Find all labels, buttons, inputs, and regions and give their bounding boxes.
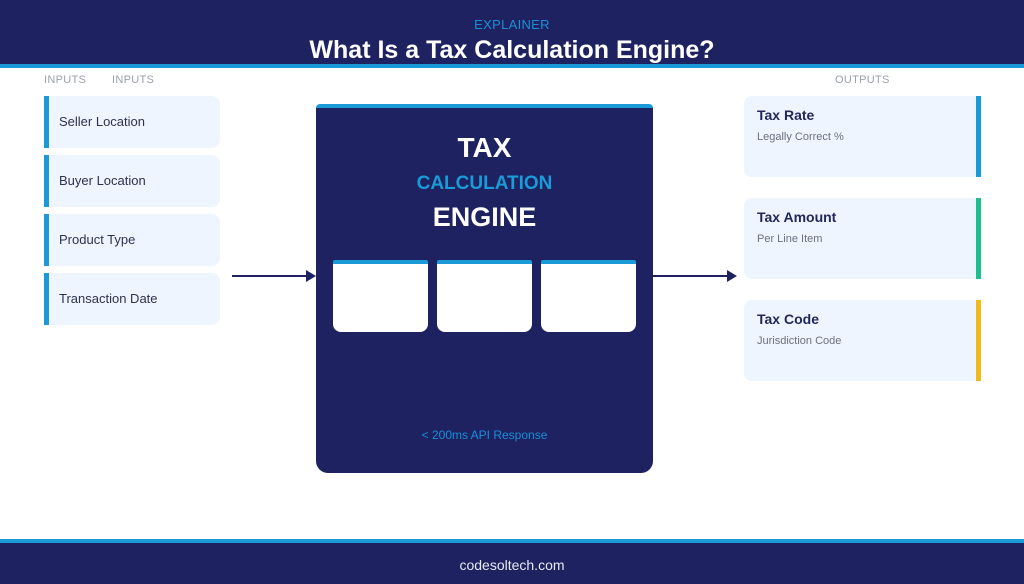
- footer-site-text: codesoltech.com: [459, 557, 565, 573]
- engine-title-calculation: CALCULATION: [416, 173, 553, 194]
- output-card-subtitle: Per Line Item: [757, 233, 823, 245]
- input-card-transaction-date: Transaction Date: [44, 273, 220, 325]
- input-card-buyer-location: Buyer Location: [44, 155, 220, 207]
- engine-response-time: < 200ms API Response: [421, 428, 548, 442]
- header-banner: EXPLAINER What Is a Tax Calculation Engi…: [0, 0, 1024, 68]
- engine-module-3: [541, 260, 636, 332]
- output-card-tax-code: Tax Code Jurisdiction Code: [744, 300, 981, 381]
- input-card-label: Product Type: [59, 232, 136, 247]
- output-card-title: Tax Amount: [757, 209, 837, 225]
- engine-module-1: [333, 260, 428, 332]
- footer-banner: codesoltech.com: [0, 539, 1024, 584]
- input-card-seller-location: Seller Location: [44, 96, 220, 148]
- input-card-label: Buyer Location: [59, 173, 146, 188]
- engine-module-2: [437, 260, 532, 332]
- output-card-subtitle: Legally Correct %: [757, 131, 844, 143]
- engine-title-engine: ENGINE: [432, 202, 537, 232]
- tax-engine-box: TAX CALCULATION ENGINE < 200ms API Respo…: [316, 104, 653, 473]
- output-card-subtitle: Jurisdiction Code: [757, 335, 842, 347]
- engine-title-tax: TAX: [457, 132, 512, 163]
- output-arrow-icon: [653, 270, 737, 282]
- inputs-label: INPUTS: [44, 74, 87, 86]
- input-card-label: Seller Location: [59, 114, 145, 129]
- output-card-tax-amount: Tax Amount Per Line Item: [744, 198, 981, 279]
- output-card-tax-rate: Tax Rate Legally Correct %: [744, 96, 981, 177]
- outputs-label: OUTPUTS: [835, 74, 890, 86]
- input-arrow-icon: [232, 270, 316, 282]
- output-card-title: Tax Rate: [757, 107, 815, 123]
- output-card-title: Tax Code: [757, 311, 819, 327]
- input-card-label: Transaction Date: [59, 291, 158, 306]
- inputs-label-duplicate: INPUTS: [112, 74, 155, 86]
- page-title: What Is a Tax Calculation Engine?: [309, 36, 715, 64]
- eyebrow-label: EXPLAINER: [474, 17, 550, 32]
- input-card-product-type: Product Type: [44, 214, 220, 266]
